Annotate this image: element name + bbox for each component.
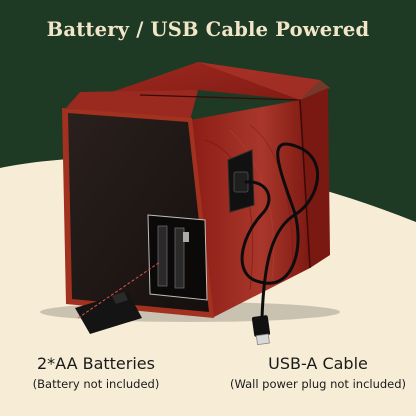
- battery-caption-title: 2*AA Batteries: [37, 354, 155, 373]
- callout-line: [77, 261, 161, 319]
- battery-slot-1: [157, 225, 168, 287]
- box-top-front: [66, 90, 198, 120]
- usb-caption: USB-A Cable (Wall power plug not include…: [220, 354, 416, 391]
- side-seam: [299, 99, 311, 269]
- usb-caption-title: USB-A Cable: [268, 354, 368, 373]
- battery-caption: 2*AA Batteries (Battery not included): [6, 354, 186, 391]
- top-seam: [139, 94, 301, 101]
- usb-caption-note: (Wall power plug not included): [229, 377, 407, 391]
- battery-contact: [183, 232, 189, 242]
- battery-cover: [75, 292, 142, 334]
- headline: Battery / USB Cable Powered: [46, 18, 370, 41]
- usb-a-plug: [251, 315, 271, 337]
- usb-cable: [240, 142, 320, 320]
- usb-a-connector: [255, 333, 270, 346]
- battery-cover-tab: [112, 292, 128, 304]
- battery-caption-note: (Battery not included): [32, 377, 160, 391]
- battery-slot-2: [174, 227, 185, 289]
- box-top-right: [198, 62, 330, 100]
